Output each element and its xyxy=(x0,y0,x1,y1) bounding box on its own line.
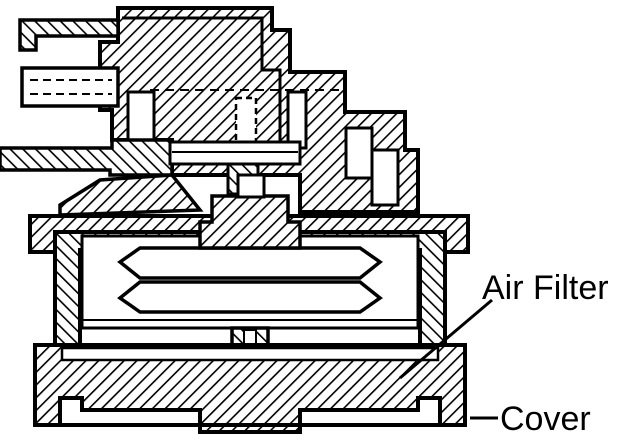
cover-label: Cover xyxy=(500,400,591,438)
diaphragm-plates xyxy=(117,246,383,314)
cover xyxy=(33,343,467,434)
leader-lines xyxy=(399,298,498,420)
mounting-bracket xyxy=(58,173,204,217)
air-filter-label: Air Filter xyxy=(482,269,609,307)
